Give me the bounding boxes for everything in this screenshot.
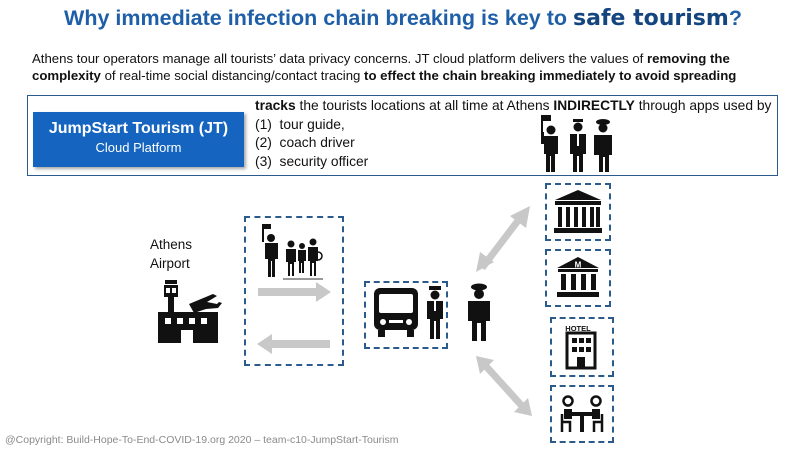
tracking-indirectly: INDIRECTLY [553,98,635,113]
parthenon-icon [554,190,602,233]
security-officer-figure [468,283,490,341]
tracking-lead: tracks the tourists locations at all tim… [255,97,771,116]
item-number: (3) [255,153,272,169]
site-box-hotel [550,317,614,377]
coach-driver-figure [427,286,443,339]
museum-icon: M [557,257,599,297]
item-number: (2) [255,135,272,150]
platform-panel [27,95,778,176]
item-label: security officer [279,153,369,169]
title-end: ? [728,6,742,30]
intro-bold-2: to effect the chain breaking immediately… [364,68,737,83]
title-text: Why immediate infection chain breaking i… [64,6,568,30]
tourist-group-icon [262,224,323,280]
platform-badge: JumpStart Tourism (JT) Cloud Platform [33,112,244,167]
tracking-item-coach-driver: (2) coach driver [255,134,771,153]
hotel-sign: HOTEL [565,324,591,333]
site-box-museum [545,249,611,307]
hotel-icon: HOTEL [565,324,597,370]
arrow-to-sites-down [476,356,532,416]
airport-label-line1: Athens [150,237,193,252]
airport-label-line2: Airport [150,255,190,271]
tracking-item-security-officer: (3) security officer [255,153,771,172]
item-label: tour guide, [279,116,345,132]
tour-guide-icon [541,115,558,172]
intro-text-2: of real-time social distancing/contact t… [100,68,365,83]
coach-box [364,281,448,349]
museum-sign: M [575,261,582,270]
title-emphasis: safe tourism [573,6,729,31]
item-label: coach driver [279,135,355,150]
intro-paragraph: Athens tour operators manage all tourist… [32,50,772,84]
coach-driver-icon [570,119,586,172]
arrow-to-bus [258,282,331,302]
airport-label: Athens Airport [150,236,192,273]
page-title: Why immediate infection chain breaking i… [0,6,806,31]
arrow-from-bus [257,334,330,354]
tracking-description: tracks the tourists locations at all tim… [255,97,771,171]
site-box-restaurant [550,385,614,443]
item-number: (1) [255,116,272,132]
intro-bold-1: removing the complexity [32,51,730,83]
tracking-text-1: the tourists locations at all time at At… [295,98,554,113]
tracking-text-2: through apps used by [634,98,772,113]
tourist-group-box [244,216,344,366]
intro-text-1: Athens tour operators manage all tourist… [32,51,647,66]
site-box-parthenon [545,183,611,241]
staff-icons [541,115,612,172]
tracking-verb: tracks [255,98,296,113]
restaurant-icon [560,395,604,432]
copyright-text: @Copyright: Build-Hope-To-End-COVID-19.o… [5,434,399,446]
airport-icon [158,280,222,343]
arrow-to-sites-up [476,206,530,272]
security-officer-icon [594,119,612,172]
bus-icon [374,288,418,337]
tracking-item-tour-guide: (1) tour guide, [255,116,771,135]
platform-subtitle: Cloud Platform [95,140,182,155]
platform-name: JumpStart Tourism (JT) [48,120,229,137]
